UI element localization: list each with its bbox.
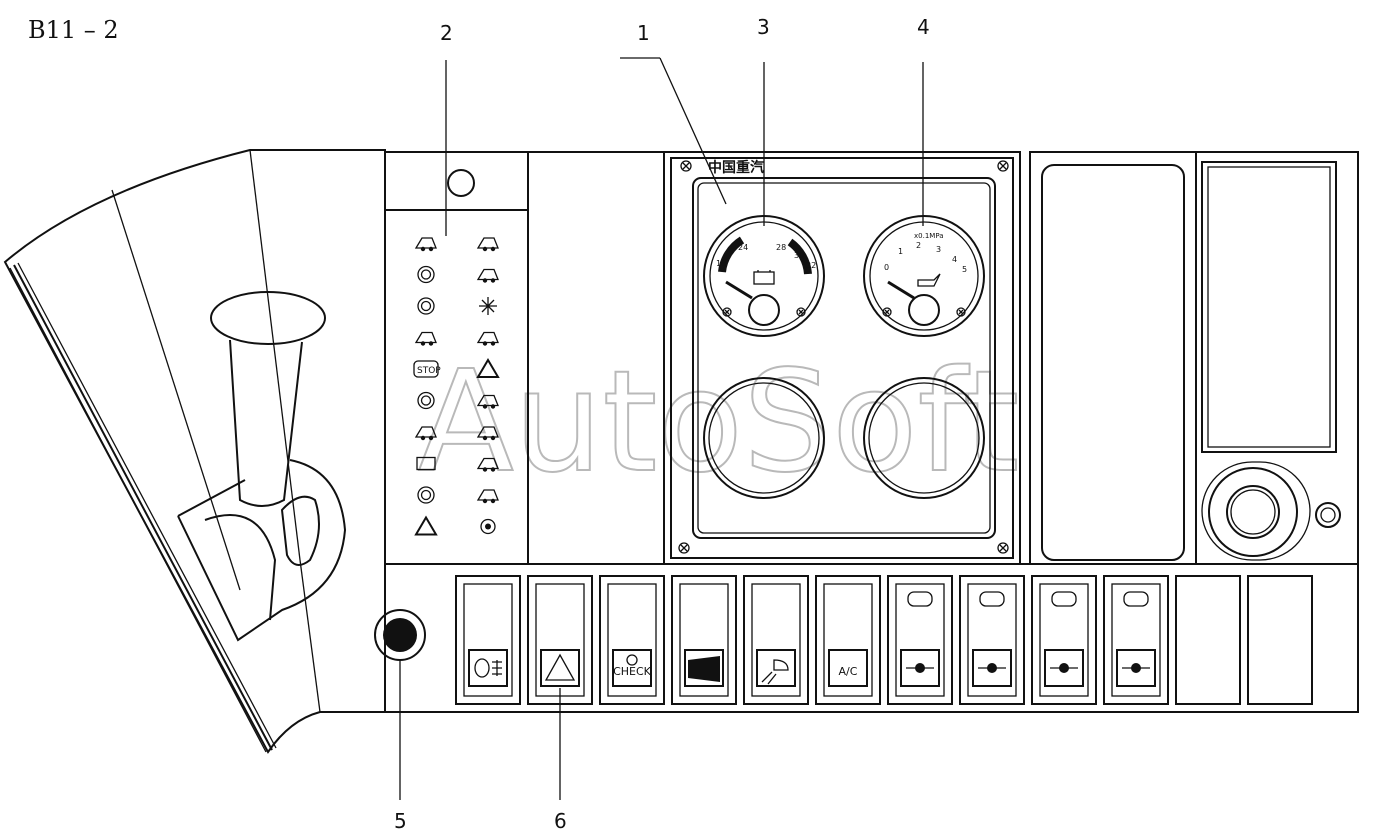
check-icon: CHECK	[612, 649, 652, 687]
brand-plate: 中国重汽	[708, 159, 764, 176]
fuel-icon	[414, 331, 437, 346]
callout-6: 6	[554, 809, 567, 833]
callout-4: 4	[917, 15, 930, 39]
seat-icon	[476, 268, 499, 283]
oil-unit: x0.1MPa	[914, 232, 944, 240]
brake-circuit-2-icon	[417, 297, 435, 315]
rotary-knob[interactable]	[374, 609, 426, 661]
ignition-switch	[1201, 461, 1311, 561]
oil-tick-1: 1	[898, 247, 903, 256]
horn-switch[interactable]	[671, 575, 737, 705]
exhaust-brake-icon	[417, 391, 435, 410]
blank-gauge-left	[703, 377, 825, 499]
right-panels	[1029, 151, 1359, 565]
check-switch[interactable]: CHECK	[599, 575, 665, 705]
volt-tick-28: 28	[776, 243, 786, 252]
callout-5: 5	[394, 809, 407, 833]
callout-3: 3	[757, 15, 770, 39]
ac-switch[interactable]: A/C	[815, 575, 881, 705]
check-switch-label: CHECK	[613, 665, 652, 678]
brake-circuit-1-icon	[417, 265, 435, 284]
snowflake-icon	[479, 297, 497, 315]
callout-2: 2	[440, 21, 453, 45]
volt-tick-32: 32	[806, 261, 816, 270]
voltmeter-gauge: 18 24 28 30 32	[703, 215, 825, 337]
ac-icon: A/C	[828, 649, 868, 687]
horn-icon	[684, 649, 724, 687]
inter-axle-lock-switch[interactable]	[887, 575, 953, 705]
oil-pressure-icon	[414, 237, 437, 252]
diff-lock-rear-switch[interactable]	[1103, 575, 1169, 705]
blank-switch-2[interactable]	[1247, 575, 1313, 705]
oil-tick-2: 2	[916, 241, 921, 250]
parking-brake-icon	[417, 486, 435, 504]
cab-tilt-icon	[476, 331, 499, 346]
oil-tick-4: 4	[952, 255, 957, 264]
axle-lock-switch[interactable]	[959, 575, 1025, 705]
axle-icon	[972, 591, 1012, 687]
hazard-icon	[540, 649, 580, 687]
axle-lock-icon	[476, 394, 499, 409]
volt-tick-18: 18	[716, 259, 726, 268]
battery-icon	[753, 270, 775, 285]
instrument-cluster: 中国重汽 18 24 28 30 32	[663, 151, 1021, 565]
volt-tick-30: 30	[794, 251, 804, 260]
coolant-level-icon	[476, 237, 499, 252]
left-pillar-panel	[3, 149, 386, 754]
stop-text: STOP	[417, 366, 441, 376]
watermark: AutoSoft	[418, 341, 1019, 504]
trailer-icon	[476, 489, 499, 504]
callout-leaders	[399, 57, 924, 800]
blank-gauge-right	[863, 377, 985, 499]
battery-charge-icon	[416, 456, 436, 471]
volt-tick-24: 24	[738, 243, 748, 252]
fog-light-icon	[468, 649, 508, 687]
blank-switch-1[interactable]	[1175, 575, 1241, 705]
screw-icons	[678, 160, 1009, 554]
oil-tick-3: 3	[936, 245, 941, 254]
ac-switch-label: A/C	[839, 665, 858, 678]
oil-can-icon	[917, 273, 941, 287]
indicator-lamp	[1315, 502, 1341, 528]
callout-1: 1	[637, 21, 650, 45]
retarder-icon	[414, 426, 437, 441]
work-light-switch[interactable]	[743, 575, 809, 705]
inter-axle-icon	[900, 591, 940, 687]
fog-light-switch[interactable]	[455, 575, 521, 705]
abs-icon	[480, 518, 496, 535]
hazard-switch[interactable]	[527, 575, 593, 705]
oil-tick-0: 0	[884, 263, 889, 272]
oil-pressure-gauge: x0.1MPa 0 1 2 3 4 5	[863, 215, 985, 337]
work-light-icon	[756, 649, 796, 687]
switch-panel: CHECK A/C	[385, 563, 1359, 713]
steering-column-lever	[177, 291, 347, 642]
diff-lock-icon	[476, 426, 499, 441]
diff-rear-icon	[1116, 591, 1156, 687]
warning-triangle-icon	[414, 515, 438, 536]
diff-lock-front-switch[interactable]	[1031, 575, 1097, 705]
oil-tick-5: 5	[962, 265, 967, 274]
diff-front-icon	[1044, 591, 1084, 687]
tire-icon	[476, 457, 499, 472]
figure-id: B11 – 2	[28, 16, 119, 44]
hazard-triangle-icon	[476, 358, 500, 378]
stop-icon: STOP	[413, 360, 441, 378]
